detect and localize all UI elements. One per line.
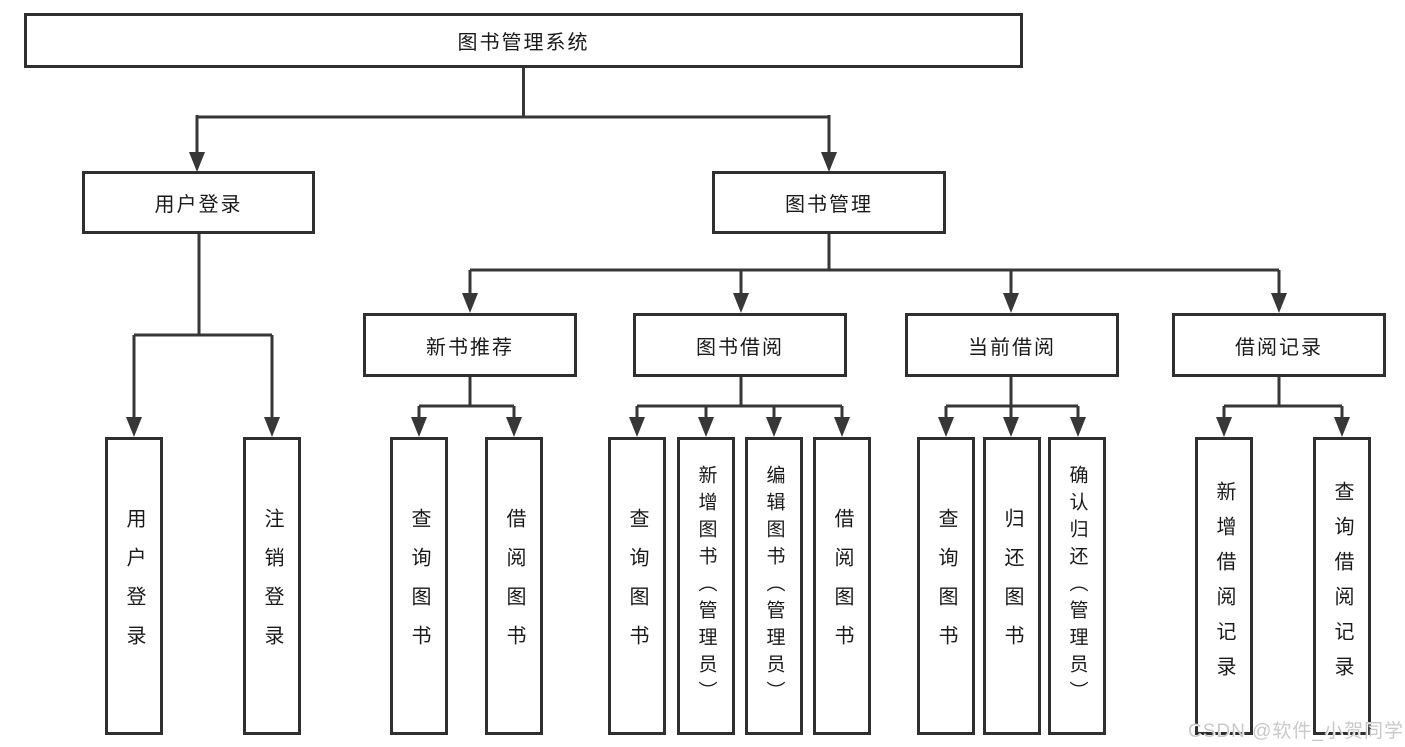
leaf-borrow-books-recommend: 借阅图书 [485,437,543,735]
csdn-watermark: CSDN @软件_小贺同学 [1188,721,1404,742]
leaf-return-books: 归还图书 [983,437,1041,735]
leaf-query-books-recommend: 查询图书 [390,437,448,735]
leaf-edit-books-admin: 编辑图书（管理员） [745,437,803,735]
leaf-logout: 注销登录 [243,437,301,735]
leaf-user-login: 用户登录 [105,437,163,735]
node-borrow-records: 借阅记录 [1172,313,1386,377]
node-book-borrow: 图书借阅 [633,313,847,377]
leaf-borrow-books: 借阅图书 [813,437,871,735]
node-current-borrow: 当前借阅 [905,313,1119,377]
node-book-management: 图书管理 [712,171,946,234]
arrowheads [126,152,1350,437]
leaf-query-borrow-record: 查询借阅记录 [1313,437,1371,735]
node-user-login: 用户登录 [82,171,315,234]
root-node-library-management-system: 图书管理系统 [24,13,1023,68]
leaf-query-books-borrow: 查询图书 [608,437,666,735]
leaf-query-books-current: 查询图书 [917,437,975,735]
leaf-confirm-return-admin: 确认归还（管理员） [1048,437,1106,735]
leaf-add-borrow-record: 新增借阅记录 [1195,437,1253,735]
node-new-book-recommend: 新书推荐 [363,313,577,377]
leaf-add-books-admin: 新增图书（管理员） [677,437,735,735]
